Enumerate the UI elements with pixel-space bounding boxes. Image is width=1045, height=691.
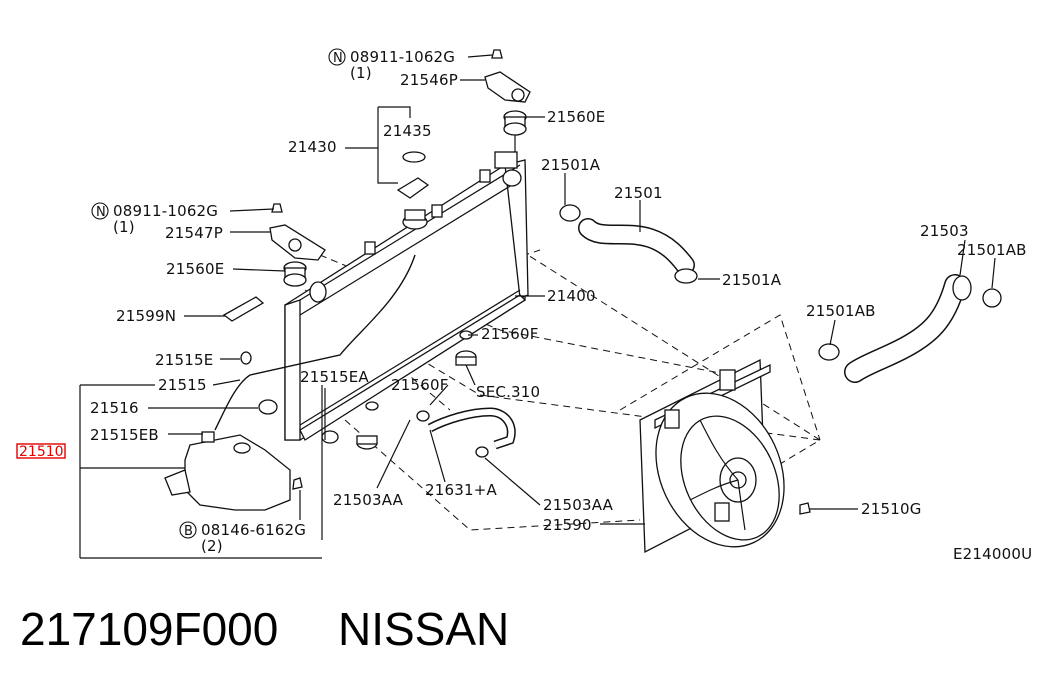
label-fan-assembly[interactable]: 21590 — [543, 516, 592, 534]
label-radiator[interactable]: 21400 — [547, 287, 596, 305]
part-number: 217109F000 — [20, 603, 278, 655]
prefix-n-left: N — [96, 205, 106, 220]
label-bolt-res-qty: (2) — [201, 537, 223, 555]
upper-hose[interactable] — [559, 204, 698, 284]
label-reservoir-hose-a[interactable]: 21515EA — [300, 368, 369, 386]
label-bolt-top-qty: (1) — [350, 64, 372, 82]
leader-lines — [148, 54, 996, 525]
label-reservoir-tank[interactable]: 21510 — [19, 444, 64, 460]
prefix-circle-n-left — [91, 202, 109, 220]
label-clamp-lower-left[interactable]: 21501AB — [806, 302, 876, 320]
label-bolt-left-qty: (1) — [113, 218, 135, 236]
label-mount-left[interactable]: 21560E — [166, 260, 224, 278]
label-reservoir-bracket[interactable]: 21515EB — [90, 426, 159, 444]
diagram-code: E214000U — [953, 545, 1032, 563]
prefix-n-top: N — [333, 51, 343, 66]
label-ref-section[interactable]: SEC.310 — [476, 383, 540, 401]
label-hose-lower[interactable]: 21503 — [920, 222, 969, 240]
callout-labels: N 08911-1062G (1) 21546P 21560E 21430 21… — [16, 48, 1032, 563]
label-reservoir-cap[interactable]: 21516 — [90, 399, 139, 417]
prefix-circle-n — [328, 48, 346, 66]
label-fan-bolt[interactable]: 21510G — [861, 500, 922, 518]
label-bolt-res-code[interactable]: 08146-6162G — [201, 521, 306, 539]
lower-hose[interactable] — [818, 274, 1002, 383]
top-bracket-group[interactable] — [484, 49, 531, 152]
label-mount-lower[interactable]: 21560F — [391, 376, 449, 394]
label-drain-plug-a[interactable]: 21503AA — [333, 491, 404, 509]
highlight-box-reservoir-tank — [16, 443, 66, 459]
reservoir-leader-bracket — [79, 384, 323, 559]
label-clamp-upper[interactable]: 21501A — [541, 156, 601, 174]
label-reservoir-hose[interactable]: 21515 — [158, 376, 207, 394]
label-bracket-top[interactable]: 21546P — [400, 71, 458, 89]
label-cap-assembly[interactable]: 21430 — [288, 138, 337, 156]
left-bracket-group[interactable] — [269, 203, 326, 287]
label-mount-top[interactable]: 21560E — [547, 108, 605, 126]
reservoir-tank[interactable] — [164, 351, 303, 511]
radiator-cap-group[interactable] — [377, 106, 430, 199]
drain-hose[interactable] — [427, 407, 516, 458]
brand-name: NISSAN — [338, 603, 509, 655]
label-clamp-lower-right[interactable]: 21501AB — [957, 241, 1027, 259]
reservoir-hose-line[interactable] — [214, 254, 416, 431]
label-hose-upper[interactable]: 21501 — [614, 184, 663, 202]
center-mounts[interactable] — [356, 330, 477, 450]
label-bracket-left[interactable]: 21547P — [165, 224, 223, 242]
label-clamp-upper-b[interactable]: 21501A — [722, 271, 782, 289]
fan-shroud-assembly[interactable] — [632, 358, 811, 568]
label-drain-hose[interactable]: 21631+A — [425, 481, 497, 499]
prefix-circle-b — [179, 521, 197, 539]
label-bolt-left-code[interactable]: 08911-1062G — [113, 202, 218, 220]
label-bolt-top-code[interactable]: 08911-1062G — [350, 48, 455, 66]
label-mount-center[interactable]: 21560F — [481, 325, 539, 343]
label-cap-seal[interactable]: 21435 — [383, 122, 432, 140]
prefix-b: B — [184, 524, 193, 539]
label-drain-plug-b[interactable]: 21503AA — [543, 496, 614, 514]
label-plate[interactable] — [222, 296, 265, 322]
label-plate[interactable]: 21599N — [116, 307, 176, 325]
label-reservoir-clip[interactable]: 21515E — [155, 351, 213, 369]
